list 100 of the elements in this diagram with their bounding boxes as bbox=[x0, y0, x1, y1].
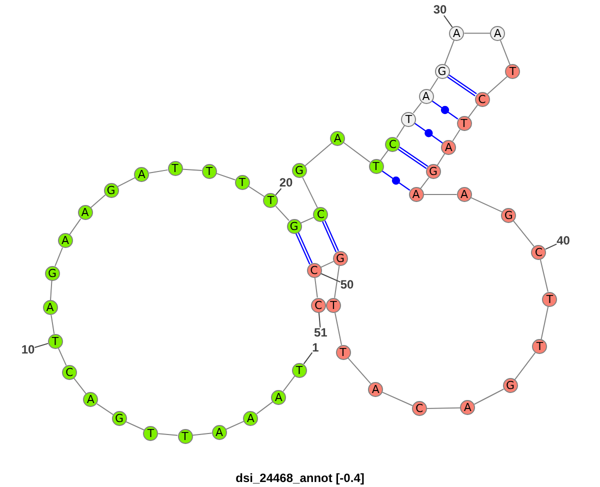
backbone-line bbox=[300, 216, 314, 224]
backbone-line bbox=[423, 194, 458, 195]
backbone-line bbox=[396, 124, 406, 138]
nucleotide-node: A bbox=[83, 392, 98, 408]
backbone-line bbox=[96, 403, 114, 416]
backbone-line bbox=[347, 357, 372, 384]
nucleotide-node: T bbox=[532, 339, 548, 354]
backbone-line bbox=[380, 150, 389, 162]
base-pair-line bbox=[414, 122, 444, 144]
backbone-line bbox=[430, 78, 438, 91]
diagram-title: dsi_24468_annot [-0.4] bbox=[236, 472, 364, 485]
nucleotide-node: A bbox=[330, 130, 346, 146]
base-pair-line bbox=[382, 170, 410, 191]
nucleotide-node: T bbox=[178, 428, 192, 444]
nucleotide-node: A bbox=[368, 382, 384, 397]
nucleotide-node: A bbox=[441, 140, 456, 155]
nucleotide-node: A bbox=[134, 166, 150, 182]
backbone-line bbox=[420, 177, 430, 190]
nucleotide-node: A bbox=[271, 390, 286, 405]
leader-line bbox=[320, 273, 341, 283]
base-pair-line bbox=[322, 220, 340, 253]
nucleotide-node: T bbox=[326, 298, 341, 313]
nucleotide-node: A bbox=[58, 233, 73, 248]
nucleotide-node: A bbox=[418, 89, 434, 104]
nucleotide-node: A bbox=[78, 205, 92, 220]
backbone-line bbox=[334, 312, 342, 346]
nucleotide-node: A bbox=[42, 300, 58, 316]
backbone-line bbox=[216, 172, 236, 180]
nucleotide-node: G bbox=[104, 182, 118, 198]
backbone-line bbox=[470, 197, 502, 212]
backbone-line bbox=[256, 401, 274, 414]
backbone-line bbox=[512, 220, 534, 247]
nucleotide-node: C bbox=[385, 136, 400, 152]
backbone-line bbox=[514, 352, 536, 380]
backbone-line bbox=[474, 388, 504, 405]
backbone-line bbox=[69, 218, 82, 236]
backbone-line bbox=[334, 265, 340, 298]
position-number: 30 bbox=[433, 4, 447, 16]
nucleotide-node: C bbox=[306, 263, 322, 278]
backbone-line bbox=[540, 259, 548, 292]
nucleotide-node: T bbox=[368, 159, 384, 174]
nucleotide-node: A bbox=[449, 26, 464, 41]
nucleotide-node: A bbox=[490, 26, 506, 41]
leader-line bbox=[303, 352, 313, 364]
backbone-line bbox=[73, 378, 87, 394]
backbone-line bbox=[192, 432, 212, 436]
position-number: 10 bbox=[21, 344, 35, 355]
backbone-line bbox=[426, 407, 461, 410]
nucleotide-node: T bbox=[263, 193, 278, 208]
nucleotide-node: A bbox=[243, 410, 258, 426]
backbone-line bbox=[343, 142, 370, 163]
backbone-line bbox=[320, 260, 334, 268]
nucleotide-node: C bbox=[412, 401, 427, 416]
nucleotide-node: C bbox=[62, 364, 77, 380]
nucleotide-node: G bbox=[112, 411, 127, 426]
backbone-line bbox=[148, 169, 168, 174]
backbone-line bbox=[90, 194, 106, 208]
backbone-line bbox=[314, 277, 318, 298]
nucleotide-node: C bbox=[474, 92, 490, 106]
position-number: 51 bbox=[314, 328, 328, 338]
backbone-line bbox=[58, 348, 67, 366]
backbone-line bbox=[412, 102, 422, 114]
position-number: 50 bbox=[340, 280, 354, 290]
backbone-line bbox=[248, 186, 265, 198]
backbone-line bbox=[54, 247, 63, 267]
leader-line bbox=[318, 312, 321, 328]
backbone-line bbox=[282, 375, 296, 392]
backbone-line bbox=[382, 392, 413, 406]
position-number: 40 bbox=[556, 236, 570, 246]
backbone-line bbox=[158, 433, 178, 436]
leader-line bbox=[443, 15, 453, 28]
backbone-line bbox=[50, 280, 52, 301]
backbone-line bbox=[302, 176, 318, 208]
backbone-line bbox=[500, 40, 510, 66]
backbone-line bbox=[126, 421, 144, 430]
backbone-line bbox=[464, 32, 491, 34]
nucleotide-node: G bbox=[44, 266, 60, 280]
nucleotide-node: C bbox=[313, 206, 328, 222]
nucleotide-node: G bbox=[501, 208, 516, 222]
base-pair-line bbox=[446, 74, 478, 96]
nucleotide-node: G bbox=[434, 64, 450, 80]
backbone-line bbox=[444, 40, 454, 66]
base-pair-line bbox=[398, 146, 428, 170]
leader-line bbox=[545, 244, 558, 250]
nucleotide-node: C bbox=[310, 298, 326, 312]
nucleotide-node: G bbox=[426, 164, 441, 180]
nucleotide-node: T bbox=[168, 161, 182, 176]
nucleotide-node: T bbox=[234, 174, 250, 190]
backbone-line bbox=[452, 129, 460, 142]
nucleotide-node: A bbox=[456, 187, 472, 202]
backbone-line bbox=[275, 206, 290, 221]
nucleotide-node: G bbox=[292, 163, 307, 178]
position-number: 1 bbox=[312, 342, 319, 354]
backbone-line bbox=[540, 306, 549, 340]
backbone-line bbox=[50, 314, 55, 334]
backbone-line bbox=[436, 153, 446, 166]
leader-line bbox=[275, 188, 282, 196]
backbone-line bbox=[226, 420, 244, 430]
position-number: 20 bbox=[279, 178, 293, 188]
backbone-line bbox=[487, 76, 508, 95]
